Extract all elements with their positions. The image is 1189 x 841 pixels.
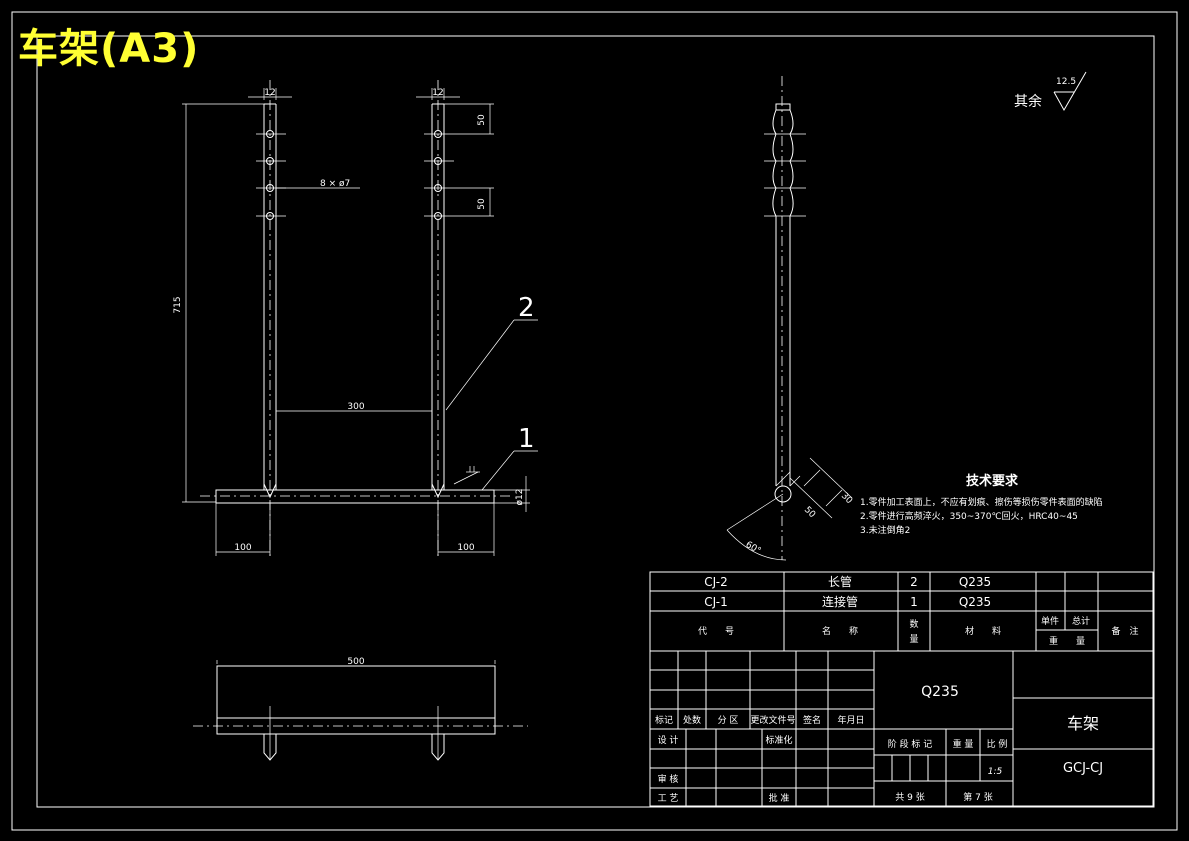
tb-sheet-no: 第 7 张 <box>963 791 992 803</box>
tb-label-process: 工 艺 <box>658 793 679 804</box>
bom-header-total: 总计 <box>1072 615 1090 627</box>
bom-row-material: Q235 <box>959 575 991 589</box>
bom-row-material: Q235 <box>959 595 991 609</box>
bom-header-material: 材 料 <box>965 625 1001 637</box>
tb-label-check: 审 核 <box>658 773 679 785</box>
tb-label-scale: 比 例 <box>987 738 1008 750</box>
roughness-value: 12.5 <box>1056 77 1076 87</box>
tech-requirement-item: 1.零件加工表面上，不应有划痕、擦伤等损伤零件表面的缺陷 <box>860 496 1103 508</box>
inner-border <box>36 35 1155 808</box>
dim-base-right: 100 <box>457 543 474 553</box>
bom-header-name: 名 称 <box>822 625 858 637</box>
top-view <box>193 660 528 761</box>
tb-part-name: 车架 <box>1067 714 1099 733</box>
tb-label-date: 年月日 <box>837 714 864 726</box>
dim-tube-width-right: 12 <box>432 88 443 98</box>
bom-header-remark: 备 注 <box>1111 625 1138 637</box>
dim-base-dia: ø12 <box>515 489 525 506</box>
dim-tube-width-left: 12 <box>264 88 275 98</box>
balloon-2: 2 <box>518 293 535 323</box>
balloon-1: 1 <box>518 424 535 454</box>
bom-header-unit: 单件 <box>1041 615 1059 627</box>
dim-side-a: 30 <box>839 491 854 506</box>
tb-label-approve: 批 准 <box>769 792 790 804</box>
bom-table-grid <box>649 571 1154 652</box>
outer-border <box>11 11 1178 831</box>
dim-holes: 8 × ø7 <box>320 179 350 189</box>
dim-hole-pitch-top: 50 <box>477 114 487 126</box>
bom-row-name: 连接管 <box>822 594 858 609</box>
title-block-grid <box>649 650 1154 807</box>
bom-header-qty-top: 数 <box>909 618 918 630</box>
roughness-symbol <box>1053 71 1087 112</box>
side-view <box>726 76 853 561</box>
dim-side-angle: 60° <box>744 540 763 557</box>
tb-total-sheets: 共 9 张 <box>895 792 924 803</box>
tb-label-change-doc: 更改文件号 <box>750 714 795 726</box>
bom-row-qty: 1 <box>910 595 918 609</box>
bom-header-weight: 重 量 <box>1049 635 1085 647</box>
bom-row-qty: 2 <box>910 575 918 589</box>
dim-top-length: 500 <box>347 657 364 667</box>
tech-requirement-item: 2.零件进行高频淬火，350~370℃回火，HRC40~45 <box>860 510 1078 522</box>
bom-header-code: 代 号 <box>698 626 734 637</box>
tb-label-weight: 重 量 <box>953 738 974 750</box>
bom-row-code: CJ-2 <box>704 575 727 589</box>
dim-base-left: 100 <box>234 543 251 553</box>
tech-requirements-title: 技术要求 <box>966 473 1019 489</box>
bom-header-qty-bottom: 量 <box>909 634 918 645</box>
roughness-label: 其余 <box>1014 93 1042 110</box>
dim-spacing: 300 <box>347 402 364 412</box>
tb-label-count: 处数 <box>683 714 701 726</box>
bom-row-name: 长管 <box>828 574 852 589</box>
tb-drawing-no: GCJ-CJ <box>1063 761 1103 776</box>
tech-requirement-item: 3.未注倒角2 <box>860 524 910 536</box>
dim-height: 715 <box>173 296 183 313</box>
tb-label-design: 设 计 <box>658 734 679 746</box>
tb-label-stage-mark: 阶 段 标 记 <box>888 738 933 750</box>
tb-label-mark: 标记 <box>655 714 673 726</box>
tb-label-standardize: 标准化 <box>765 734 792 746</box>
sheet-title: 车架(A3) <box>18 26 200 72</box>
dim-hole-pitch-mid: 50 <box>477 198 487 210</box>
tb-label-zone: 分 区 <box>718 715 739 726</box>
tb-label-signature: 签名 <box>803 714 821 726</box>
dim-side-b: 50 <box>802 505 817 520</box>
tb-material: Q235 <box>921 684 959 700</box>
tb-scale-value: 1:5 <box>988 767 1003 777</box>
bom-row-code: CJ-1 <box>704 595 727 609</box>
front-view <box>182 80 538 560</box>
